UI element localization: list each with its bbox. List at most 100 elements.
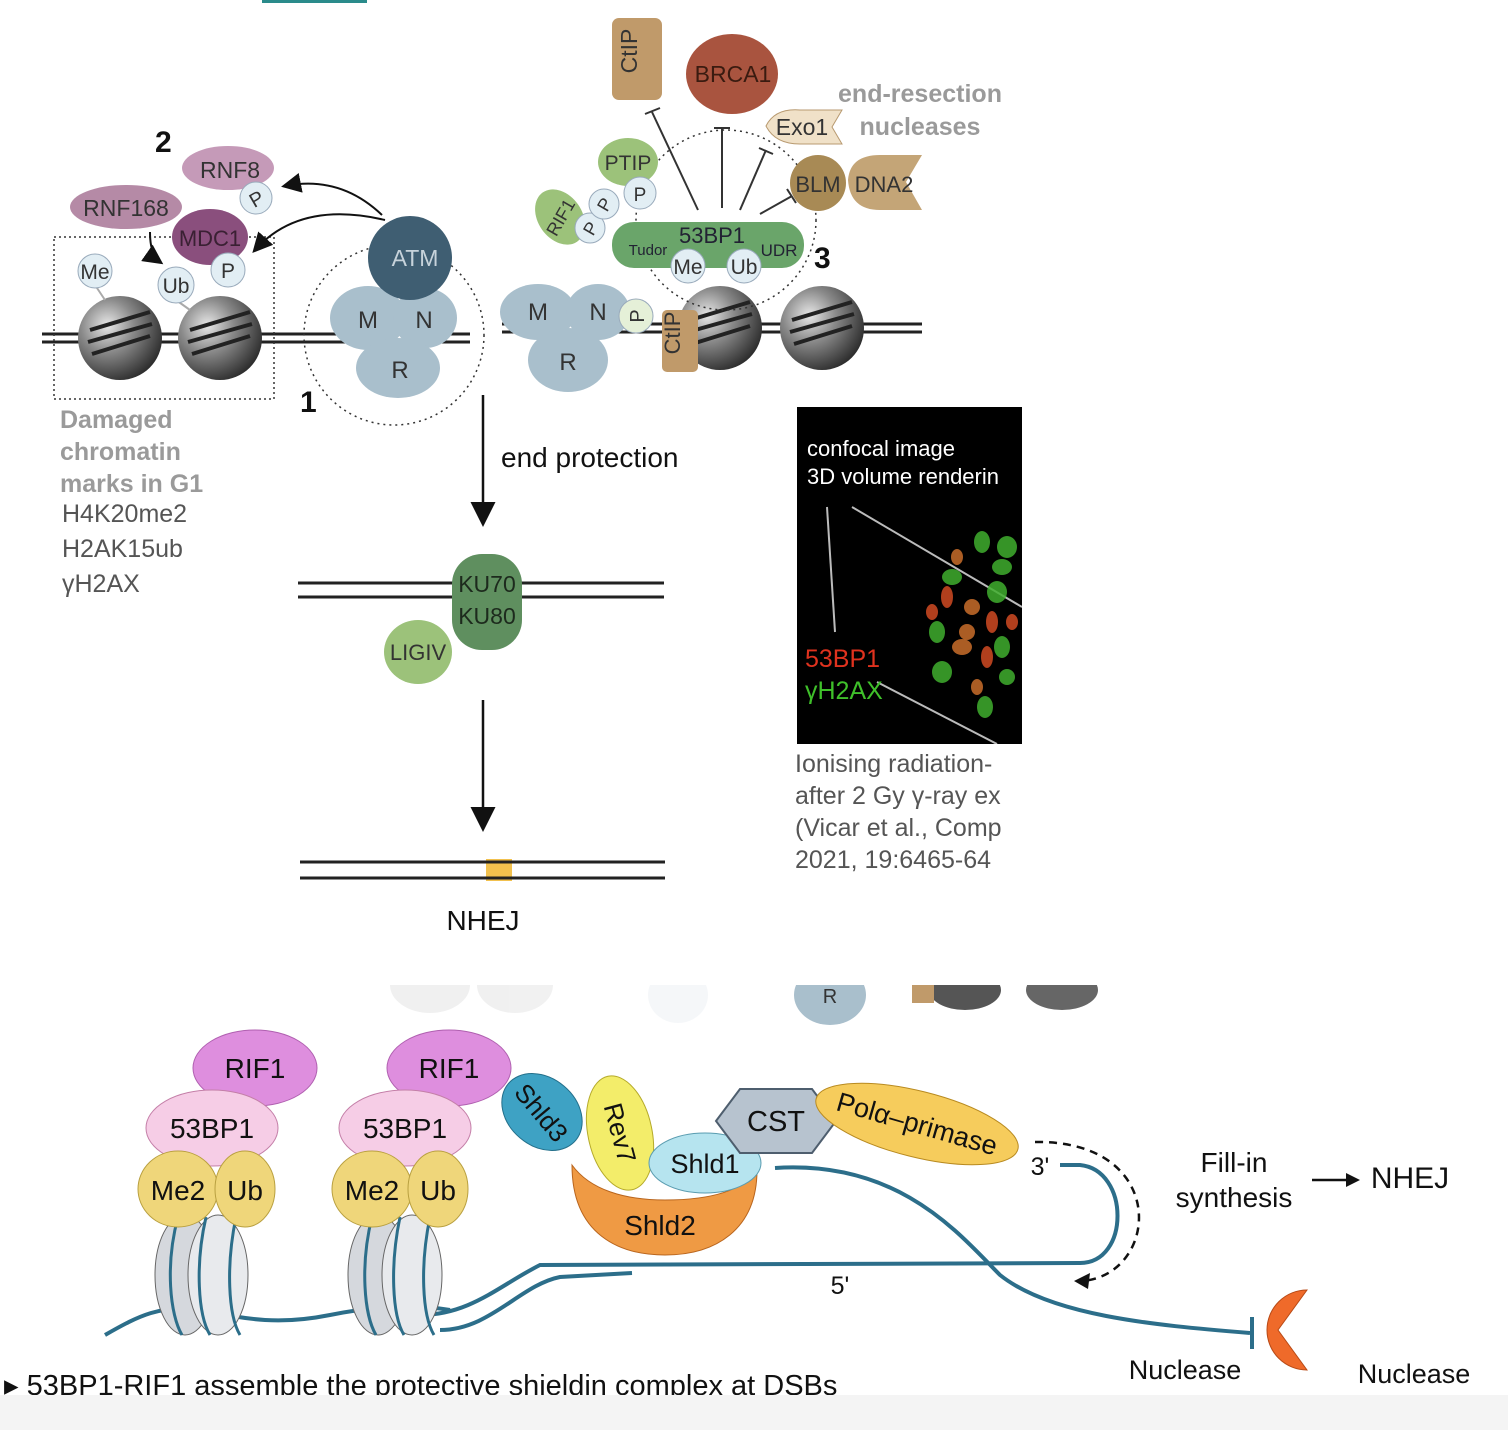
- shld1-label: Shld1: [670, 1149, 739, 1179]
- focus-dot: [999, 669, 1015, 685]
- damaged-chromatin-title: Damaged chromatin marks in G1: [60, 404, 203, 500]
- n-protein: [393, 288, 457, 348]
- r-protein-right: [528, 328, 608, 392]
- ub-mark-b: [407, 1150, 469, 1228]
- focus-dot: [974, 531, 990, 553]
- chromatin-mark: H2AK15ub: [62, 535, 183, 563]
- ub-label: Ub: [163, 275, 190, 298]
- focus-dot: [1006, 614, 1018, 630]
- r-protein-faded: [794, 985, 866, 1025]
- rnf8-protein: [182, 146, 274, 190]
- blm-label: BLM: [795, 172, 840, 197]
- shld3-protein: [501, 1073, 583, 1151]
- 53bp1-protein-a: [145, 1089, 279, 1167]
- m-protein-right: [500, 284, 576, 340]
- dna2-protein: [848, 155, 922, 210]
- me-mark-right: [670, 248, 706, 284]
- micrograph-legend: 53BP1 γH2AX: [805, 643, 883, 707]
- blm-protein: [790, 155, 846, 211]
- exo1-label: Exo1: [776, 114, 828, 140]
- focus-dot: [932, 661, 952, 683]
- bullet-text: ▸ 53BP1-RIF1 assemble the protective shi…: [4, 1368, 837, 1395]
- ub-mark-right: [726, 248, 762, 284]
- me-label: Me: [673, 256, 702, 279]
- focus-dot: [997, 536, 1017, 558]
- p-mark-a: [574, 212, 606, 244]
- focus-dot: [992, 559, 1012, 575]
- mdc1-protein: [172, 209, 248, 265]
- r-protein: [356, 338, 440, 398]
- ctip-label: CtIP: [616, 29, 642, 74]
- damaged-title-line: Damaged: [60, 406, 173, 434]
- fill-in-label: synthesis: [1176, 1182, 1293, 1213]
- ctip-faded: [912, 985, 934, 1003]
- micrograph-title: confocal image 3D volume renderin: [807, 435, 999, 491]
- fill-in-label: Fill-in: [1201, 1147, 1268, 1178]
- nuclease-label-right: Nuclease: [1358, 1359, 1471, 1389]
- step-label-3: 3: [814, 242, 831, 275]
- ub-label: Ub: [227, 1175, 263, 1206]
- shieldin-diagram: R RIF1 53BP1 Me2 Ub RIF1 53BP1 Me2 Ub Sh…: [104, 985, 1471, 1389]
- focus-dot: [977, 696, 993, 718]
- focus-dot: [981, 646, 993, 668]
- ctip-label: CtIP: [660, 312, 685, 355]
- ctip-protein-upper: [612, 18, 662, 100]
- brca1-label: BRCA1: [695, 61, 772, 87]
- caption-line: after 2 Gy γ-ray ex: [795, 782, 1001, 810]
- p-mark-n: [618, 298, 654, 334]
- 53bp1-dotted-circle: [635, 129, 817, 311]
- r-label: R: [391, 357, 408, 384]
- micrograph-image: [826, 506, 1022, 744]
- me2-label: Me2: [151, 1175, 205, 1206]
- me-mark-left: [77, 253, 113, 289]
- p-mark-mdc1: [210, 252, 246, 288]
- atm-label: ATM: [392, 245, 439, 271]
- 53bp1-label: 53BP1: [679, 223, 745, 248]
- fill-in-dashed-arrow: [1034, 1140, 1141, 1283]
- nhej-pathway-diagram: Me Ub MDC1 P RNF8 P RNF168 2 M N R ATM 1…: [42, 18, 1002, 936]
- cst-label: CST: [747, 1106, 805, 1138]
- r-label: R: [559, 349, 576, 376]
- focus-dot: [987, 581, 1007, 603]
- inhibition-lines: [644, 107, 797, 215]
- mrn-dotted-circle: [303, 244, 485, 426]
- legend-53bp1: 53BP1: [805, 645, 881, 673]
- histone-octamer-1: [154, 1214, 249, 1336]
- n-label: N: [589, 299, 606, 326]
- chromatin-mark: γH2AX: [62, 570, 140, 598]
- nucleosome-3: [678, 286, 762, 370]
- p-label: P: [634, 185, 647, 206]
- me-label: Me: [80, 261, 109, 284]
- top-tab-indicator: [262, 0, 367, 3]
- nhej-label-lower: NHEJ: [1371, 1162, 1449, 1195]
- rif1-protein-small: [535, 189, 585, 245]
- nucleosome-1: [78, 296, 162, 380]
- ligiv-protein: [384, 620, 452, 684]
- ligiv-label: LIGIV: [390, 640, 447, 665]
- faded-overlap: [390, 985, 708, 1023]
- ub-mark-a: [214, 1150, 276, 1228]
- nuclease-pacman: [1266, 1289, 1308, 1371]
- shld1-protein: [648, 1132, 762, 1194]
- ub-label: Ub: [420, 1175, 456, 1206]
- damaged-title-line: chromatin: [60, 438, 181, 466]
- m-label: M: [528, 299, 548, 326]
- tudor-label: Tudor: [629, 242, 668, 259]
- ptip-label: PTIP: [605, 152, 652, 175]
- p-mark-rnf8: [239, 181, 273, 215]
- chromatin-mark: H4K20me2: [62, 500, 188, 528]
- nuclease-label-left: Nuclease: [1129, 1355, 1242, 1385]
- chromatin-marks-list: H4K20me2 H2AK15ub γH2AX: [62, 497, 187, 602]
- foci-cluster: [926, 531, 1018, 718]
- m-protein: [330, 286, 406, 350]
- focus-dot: [986, 611, 998, 633]
- 53bp1-label: 53BP1: [170, 1113, 254, 1144]
- ctip-protein-lower: [662, 310, 698, 372]
- ku70-ku80-protein: [452, 554, 522, 650]
- damaged-title-line: marks in G1: [60, 470, 204, 498]
- dna-overhang: [774, 1165, 1251, 1335]
- p-label: P: [627, 309, 649, 322]
- step-label-2: 2: [155, 126, 172, 159]
- five-prime-label: 5': [831, 1272, 850, 1300]
